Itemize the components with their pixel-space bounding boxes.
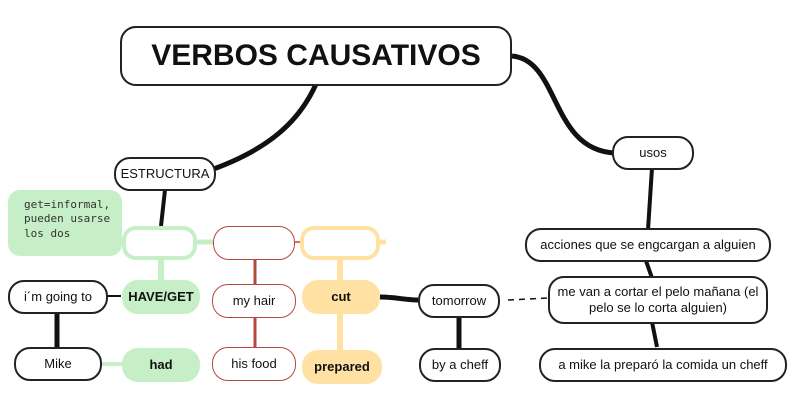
estructura-node[interactable]: ESTRUCTURA <box>114 157 216 191</box>
estructura-label: ESTRUCTURA <box>120 165 210 181</box>
usos-item-1-label: acciones que se engcargan a alguien <box>540 236 756 252</box>
im-going-to-node[interactable]: i´m going to <box>8 280 108 314</box>
prepared-node[interactable]: prepared <box>302 350 382 384</box>
note-text: get=informal, pueden usarse los dos <box>24 198 111 240</box>
main-title-node[interactable]: VERBOS CAUSATIVOS <box>120 26 512 86</box>
his-food-label: his food <box>231 355 277 371</box>
had-node[interactable]: had <box>122 348 200 382</box>
usos-item-1-node[interactable]: acciones que se engcargan a alguien <box>525 228 771 262</box>
cut-node[interactable]: cut <box>302 280 380 314</box>
note-box[interactable]: get=informal, pueden usarse los dos <box>8 190 122 256</box>
usos-item-3-label: a mike la preparó la comida un cheff <box>558 356 768 372</box>
blank-orange-node[interactable] <box>300 226 380 260</box>
im-going-to-label: i´m going to <box>24 288 92 304</box>
tomorrow-label: tomorrow <box>431 292 487 308</box>
usos-item-2-node[interactable]: me van a cortar el pelo mañana (el pelo … <box>548 276 768 324</box>
have-get-label: HAVE/GET <box>128 288 194 304</box>
blank-red-node[interactable] <box>213 226 295 260</box>
tomorrow-node[interactable]: tomorrow <box>418 284 500 318</box>
my-hair-label: my hair <box>232 292 276 308</box>
have-get-node[interactable]: HAVE/GET <box>122 280 200 314</box>
usos-label: usos <box>639 144 667 160</box>
main-title: VERBOS CAUSATIVOS <box>151 39 481 73</box>
usos-item-2-label: me van a cortar el pelo mañana (el pelo … <box>557 283 759 315</box>
mike-node[interactable]: Mike <box>14 347 102 381</box>
by-a-cheff-label: by a cheff <box>431 356 489 372</box>
had-label: had <box>149 356 173 372</box>
cut-label: cut <box>331 288 351 304</box>
his-food-node[interactable]: his food <box>212 347 296 381</box>
mike-label: Mike <box>44 355 72 371</box>
my-hair-node[interactable]: my hair <box>212 284 296 318</box>
blank-green-node[interactable] <box>122 226 197 260</box>
prepared-label: prepared <box>314 358 370 374</box>
usos-item-3-node[interactable]: a mike la preparó la comida un cheff <box>539 348 787 382</box>
by-a-cheff-node[interactable]: by a cheff <box>419 348 501 382</box>
usos-node[interactable]: usos <box>612 136 694 170</box>
